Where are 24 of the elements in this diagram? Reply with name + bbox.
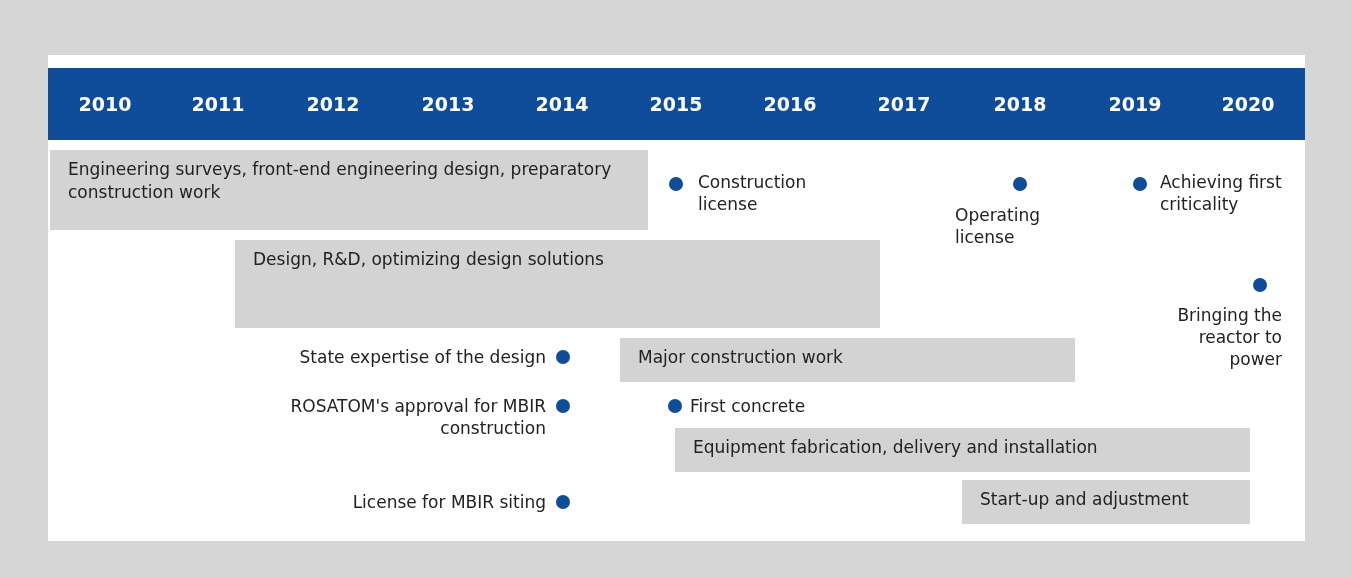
milestone-label: Bringing the reactor to power: [1176, 304, 1282, 370]
phase-bar: Equipment fabrication, delivery and installation: [675, 428, 1250, 472]
phase-bar: Design, R&D, optimizing design solutions: [235, 240, 880, 328]
year-label: 2011: [190, 93, 246, 115]
milestone-label: State expertise of the design: [298, 346, 546, 368]
year-label: 2013: [420, 93, 476, 115]
phase-bar: Major construction work: [620, 338, 1075, 382]
milestone-label: License for MBIR siting: [351, 491, 546, 513]
milestone-label: Construction license: [698, 171, 808, 215]
year-label: 2019: [1107, 93, 1163, 115]
year-label: 2012: [305, 93, 361, 115]
year-label: 2015: [648, 93, 704, 115]
year-label: 2018: [992, 93, 1048, 115]
milestone-label: Operating license: [955, 204, 1041, 248]
year-label: 2020: [1220, 93, 1276, 115]
milestone-label: Achieving first criticality: [1160, 171, 1283, 215]
milestone-label: ROSATOM's approval for MBIR construction: [289, 395, 546, 439]
year-label: 2010: [77, 93, 133, 115]
year-label: 2016: [762, 93, 818, 115]
phase-bar: Start-up and adjustment: [962, 480, 1250, 524]
year-label: 2017: [876, 93, 932, 115]
milestone-label: First concrete: [690, 395, 807, 417]
phase-bar: Engineering surveys, front-end engineering design, preparatory construction work: [50, 150, 648, 230]
year-label: 2014: [534, 93, 590, 115]
